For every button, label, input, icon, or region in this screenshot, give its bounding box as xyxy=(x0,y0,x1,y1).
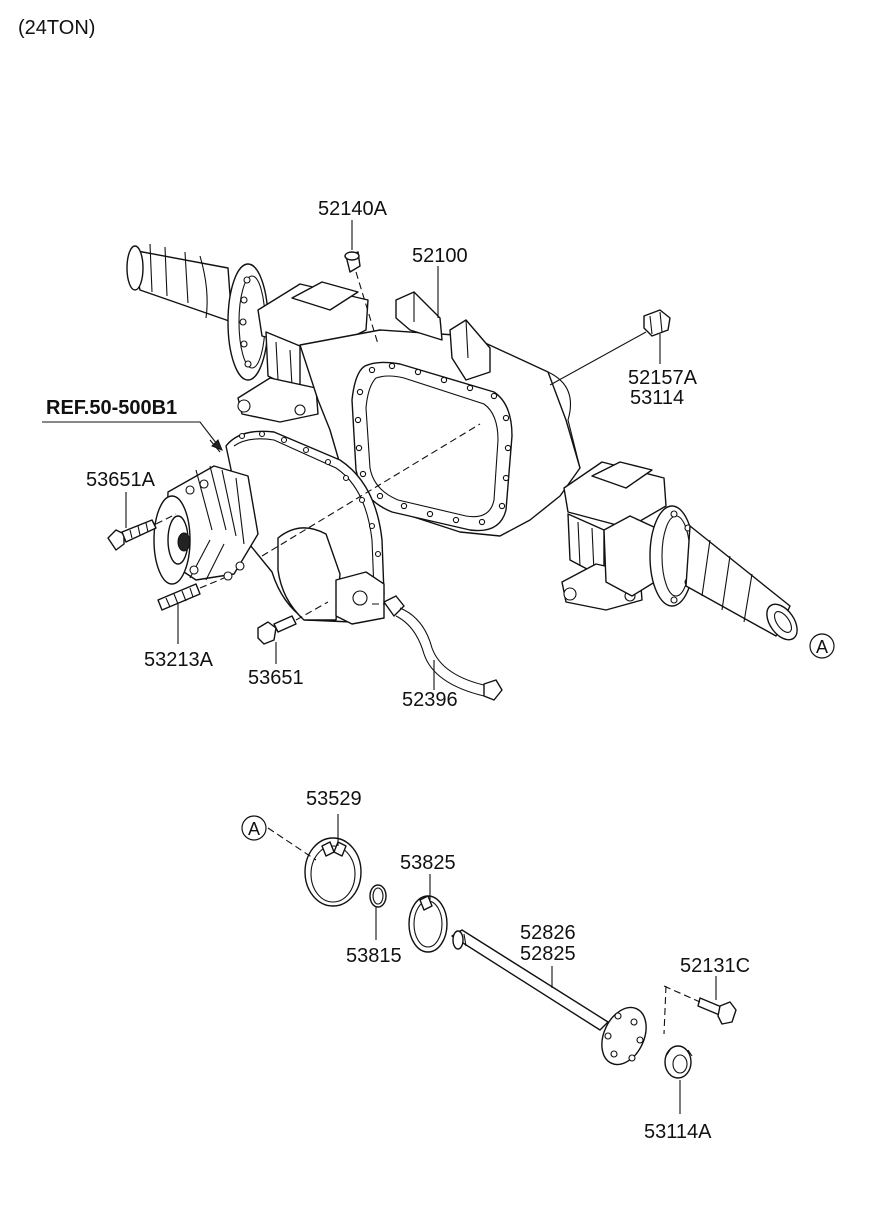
svg-text:A: A xyxy=(248,819,260,839)
breather-hose[interactable] xyxy=(372,595,503,701)
breather-plug[interactable] xyxy=(344,251,379,345)
axle-shaft[interactable] xyxy=(451,929,655,1072)
label-52826[interactable]: 52826 xyxy=(520,922,576,944)
snap-ring-53529[interactable] xyxy=(267,827,362,907)
label-52131c[interactable]: 52131C xyxy=(680,955,750,977)
label-52100[interactable]: 52100 xyxy=(412,245,468,267)
callout-marker-lower[interactable]: A xyxy=(241,815,267,841)
label-53825[interactable]: 53825 xyxy=(400,852,456,874)
ref-arrowhead xyxy=(211,439,223,451)
housing-bolt-ring xyxy=(354,362,512,526)
label-52157a[interactable]: 52157A xyxy=(628,367,698,389)
callout-marker-upper[interactable]: A xyxy=(809,633,835,659)
label-52140a[interactable]: 52140A xyxy=(318,198,388,220)
label-ref-50-500b1[interactable]: REF.50-500B1 xyxy=(46,397,177,419)
differential-carrier[interactable] xyxy=(153,430,385,625)
bolt-52131c[interactable] xyxy=(663,985,737,1035)
label-53114[interactable]: 53114 xyxy=(630,387,684,409)
axle-housing[interactable] xyxy=(126,243,803,645)
label-53651[interactable]: 53651 xyxy=(248,667,304,689)
stud-53213a[interactable] xyxy=(157,577,225,611)
label-52396[interactable]: 52396 xyxy=(402,689,458,711)
page-title: (24TON) xyxy=(18,17,95,39)
o-ring-53815[interactable] xyxy=(369,884,387,908)
nut-53114a[interactable] xyxy=(664,1045,693,1079)
label-53529[interactable]: 53529 xyxy=(306,788,362,810)
drain-plug[interactable] xyxy=(549,309,671,386)
label-53815[interactable]: 53815 xyxy=(346,945,402,967)
label-53213a[interactable]: 53213A xyxy=(144,649,214,671)
label-52825[interactable]: 52825 xyxy=(520,943,576,965)
label-53651a[interactable]: 53651A xyxy=(86,469,156,491)
seal-ring-53825[interactable] xyxy=(408,895,448,953)
svg-text:A: A xyxy=(816,637,828,657)
bolt-53651[interactable] xyxy=(257,601,329,645)
label-53114a[interactable]: 53114A xyxy=(644,1121,712,1143)
bolt-53651a[interactable] xyxy=(107,513,177,551)
leader-lines xyxy=(42,220,717,1114)
